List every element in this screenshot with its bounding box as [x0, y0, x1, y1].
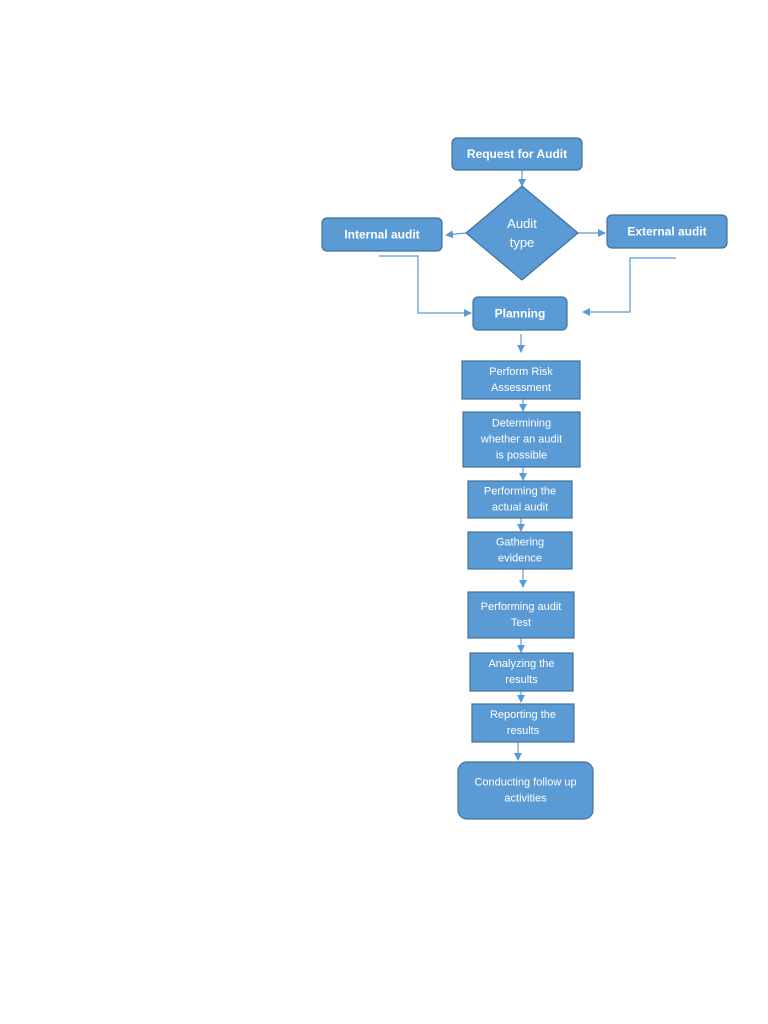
node-internal-label: Internal audit	[344, 228, 419, 242]
node-risk-label: Perform Risk	[489, 366, 553, 378]
connector-external-to-planning	[582, 257, 676, 316]
node-type: Audit type	[465, 185, 579, 281]
node-internal-box	[321, 217, 443, 252]
node-performing-box	[467, 480, 573, 519]
node-followup-label: activities	[504, 792, 547, 804]
node-external-label: External audit	[627, 225, 706, 239]
node-reporting: Reporting the results	[471, 703, 575, 743]
node-test-label: Test	[511, 617, 531, 629]
node-internal: Internal audit	[321, 217, 443, 252]
connectors	[379, 170, 676, 761]
node-followup-label: Conducting follow up	[474, 777, 576, 789]
node-external-box	[606, 214, 728, 249]
node-followup-box	[457, 761, 594, 820]
node-planning-label: Planning	[495, 307, 546, 321]
node-test-box	[467, 591, 575, 639]
node-determining: Determining whether an audit is possible	[462, 411, 581, 468]
node-performing-label: Performing the	[484, 486, 556, 498]
node-planning: Planning	[472, 296, 568, 331]
node-determining-label: whether an audit	[480, 434, 562, 446]
node-determining-box	[462, 411, 581, 468]
node-determining-label: Determining	[492, 418, 551, 430]
node-analyzing-box	[469, 652, 574, 692]
node-risk-box	[461, 360, 581, 400]
node-request-label: Request for Audit	[467, 147, 567, 161]
node-type-diamond	[465, 185, 579, 281]
node-gathering-label: evidence	[498, 552, 542, 564]
node-reporting-label: results	[507, 725, 540, 737]
node-analyzing-label: Analyzing the	[488, 658, 554, 670]
node-followup: Conducting follow up activities	[457, 761, 594, 820]
node-external: External audit	[606, 214, 728, 249]
node-performing: Performing the actual audit	[467, 480, 573, 519]
node-type-label: Audit	[507, 216, 537, 231]
node-planning-box	[472, 296, 568, 331]
node-analyzing: Analyzing the results	[469, 652, 574, 692]
node-performing-label: actual audit	[492, 501, 548, 513]
node-gathering-box	[467, 531, 573, 570]
node-reporting-label: Reporting the	[490, 709, 556, 721]
node-request: Request for Audit	[451, 137, 583, 171]
node-analyzing-label: results	[505, 674, 538, 686]
node-reporting-box	[471, 703, 575, 743]
node-gathering: Gathering evidence	[467, 531, 573, 570]
connector-type-to-internal	[445, 230, 467, 239]
connector-internal-to-planning	[379, 255, 472, 317]
node-test-label: Performing audit	[481, 601, 562, 613]
node-gathering-label: Gathering	[496, 537, 544, 549]
node-risk-label: Assessment	[491, 382, 551, 394]
node-type-label: type	[510, 235, 535, 250]
node-request-box	[451, 137, 583, 171]
node-determining-label: is possible	[496, 449, 547, 461]
